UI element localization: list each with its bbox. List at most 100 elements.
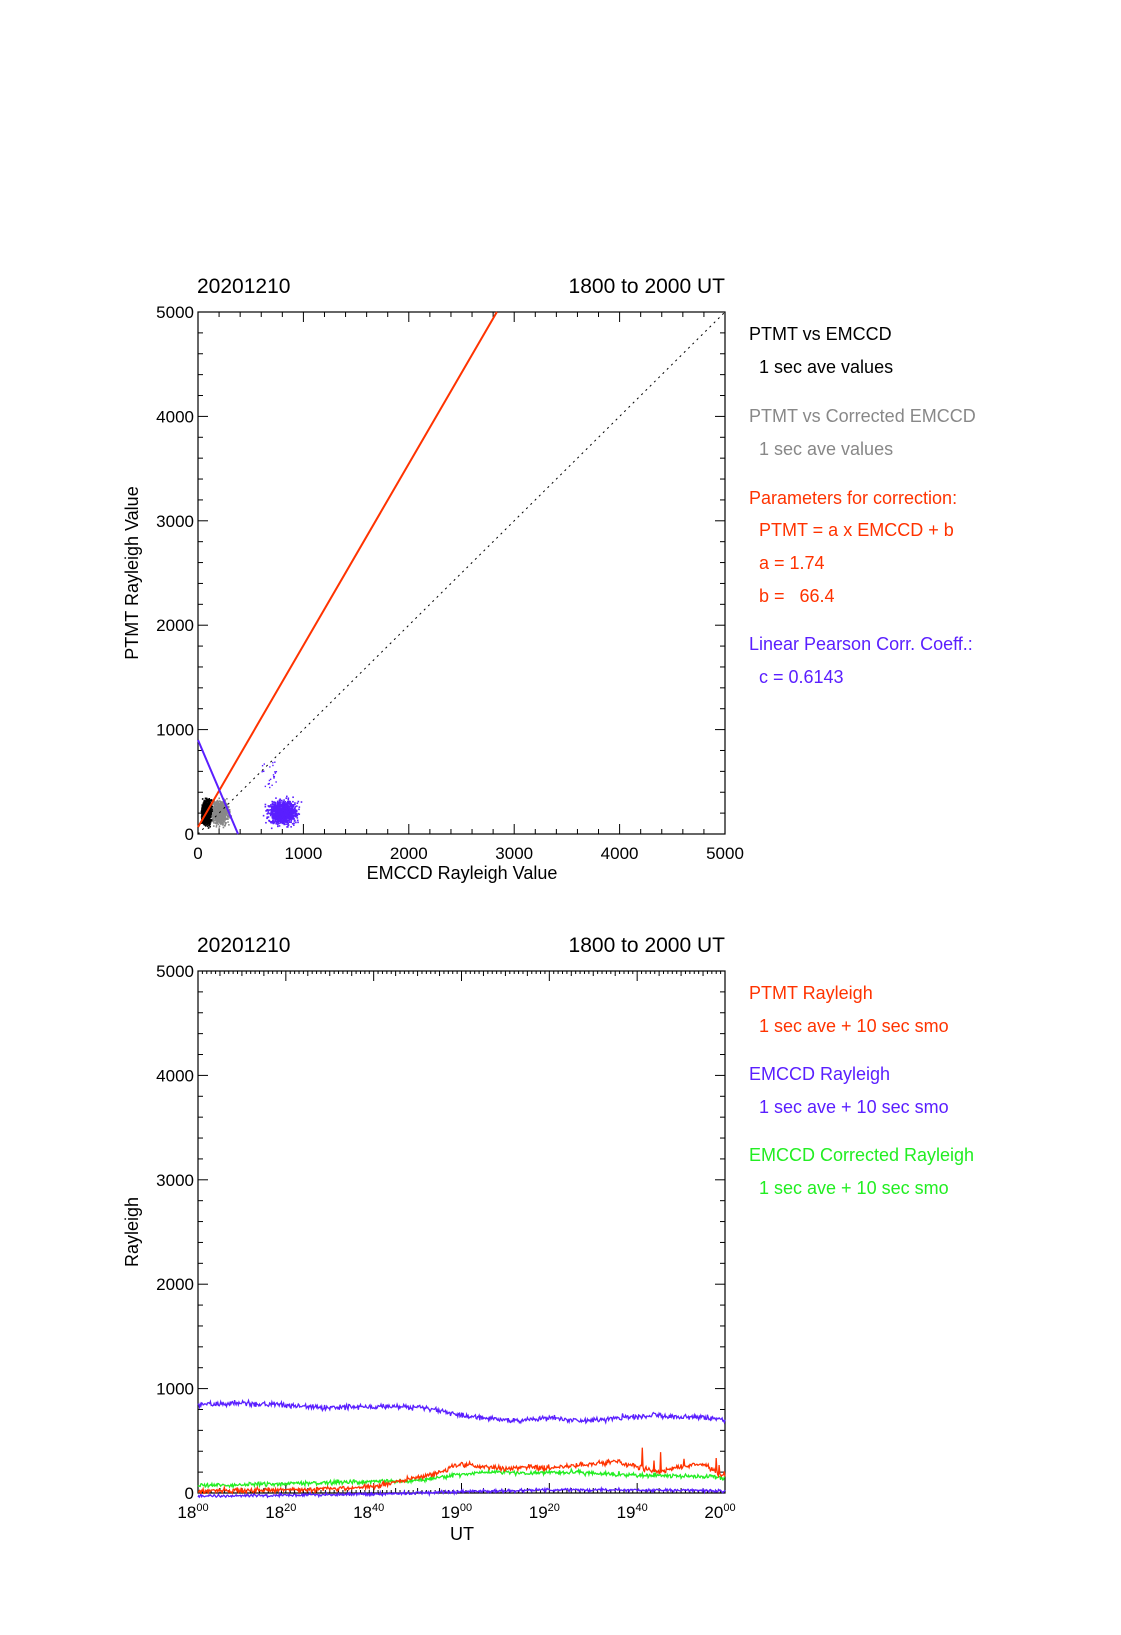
scatter-point-raw [209, 803, 211, 805]
scatter-point-emccd [277, 808, 280, 810]
scatter-point-corrected [226, 805, 229, 808]
scatter-point-emccd [297, 821, 299, 824]
scatter-point-corrected [214, 808, 217, 811]
scatter-point-corrected [218, 797, 221, 800]
scatter-point-raw [205, 802, 207, 804]
legend-ptmt-rayleigh-sub: 1 sec ave + 10 sec smo [759, 1016, 949, 1036]
scatter-point-corrected [219, 813, 222, 815]
scatter-point-emccd-outlier [269, 786, 271, 789]
scatter-point-corrected [211, 815, 213, 817]
scatter-point-emccd [287, 826, 289, 828]
scatter-point-emccd [287, 816, 290, 818]
scatter-point-emccd [281, 818, 283, 821]
scatter-point-emccd [292, 804, 295, 806]
scatter-point-emccd [272, 814, 274, 817]
scatter-point-raw [201, 798, 204, 800]
scatter-point-corrected [222, 819, 225, 822]
scatter-point-corrected [219, 806, 221, 809]
scatter-point-emccd [284, 805, 286, 808]
scatter-point-raw [208, 802, 210, 804]
scatter-point-emccd [278, 806, 280, 809]
scatter-point-corrected [221, 806, 224, 809]
scatter-point-emccd [270, 807, 273, 809]
legend-ptmt-vs-emccd: PTMT vs EMCCD [749, 324, 892, 344]
scatter-point-emccd [266, 816, 269, 818]
scatter-point-emccd [291, 817, 293, 819]
scatter-point-corrected [221, 824, 224, 826]
scatter-point-emccd [280, 813, 283, 815]
scatter-point-emccd [291, 805, 294, 807]
scatter-point-emccd [285, 807, 288, 810]
scatter-point-raw [204, 822, 206, 824]
scatter-point-emccd [295, 821, 297, 824]
scatter-point-raw [201, 809, 203, 811]
scatter-point-emccd [269, 821, 272, 823]
scatter-point-emccd [285, 821, 288, 823]
scatter-point-emccd [286, 802, 289, 805]
ts-x-tick-label: 1920 [529, 1502, 560, 1522]
legend-ptmt-rayleigh: PTMT Rayleigh [749, 983, 873, 1003]
scatter-point-emccd [288, 802, 291, 805]
scatter-plot-frame [197, 311, 726, 835]
scatter-point-corrected [224, 799, 226, 801]
scatter-point-corrected [222, 809, 224, 812]
scatter-point-corrected [212, 803, 215, 805]
scatter-point-corrected [215, 815, 218, 818]
scatter-point-emccd [292, 800, 294, 803]
scatter-point-corrected [215, 824, 218, 826]
scatter-point-emccd [285, 814, 287, 817]
scatter-point-corrected [219, 807, 222, 809]
scatter-point-emccd [291, 808, 294, 811]
scatter-point-emccd [286, 800, 289, 803]
scatter-point-raw [203, 824, 206, 826]
scatter-time-range: 1800 to 2000 UT [569, 275, 726, 298]
scatter-point-emccd [281, 808, 284, 811]
scatter-point-corrected [221, 819, 224, 821]
ts-series-line-red [197, 1447, 726, 1495]
legend-corr-title: Linear Pearson Corr. Coeff.: [749, 634, 973, 654]
scatter-point-corrected [216, 800, 218, 803]
scatter-point-corrected [227, 814, 230, 817]
scatter-point-emccd-outlier [263, 763, 265, 765]
scatter-point-emccd [287, 822, 290, 825]
scatter-point-corrected [218, 808, 221, 811]
legend-formula: PTMT = a x EMCCD + b [759, 520, 954, 540]
scatter-point-emccd [291, 807, 293, 810]
scatter-point-corrected [214, 801, 216, 803]
scatter-point-emccd [289, 817, 292, 820]
scatter-point-emccd [281, 821, 284, 824]
scatter-point-corrected [214, 813, 217, 816]
scatter-point-emccd [282, 800, 284, 803]
scatter-point-corrected [214, 822, 217, 825]
scatter-point-emccd [292, 806, 294, 809]
scatter-point-emccd [276, 820, 279, 822]
scatter-point-raw [206, 820, 209, 823]
scatter-point-raw [208, 818, 210, 821]
scatter-point-raw [211, 808, 213, 811]
legend-emccd-corrected: EMCCD Corrected Rayleigh [749, 1145, 975, 1165]
ts-y-axis-label: Rayleigh [122, 1197, 142, 1267]
scatter-point-emccd [283, 813, 285, 816]
scatter-point-raw [205, 819, 207, 822]
scatter-point-emccd [268, 812, 271, 815]
scatter-point-corrected [212, 809, 215, 812]
scatter-point-corrected [217, 813, 219, 815]
scatter-point-raw [210, 810, 213, 812]
scatter-point-corrected [219, 812, 222, 814]
scatter-point-emccd [273, 815, 275, 818]
scatter-point-corrected [219, 804, 222, 806]
scatter-point-emccd [276, 801, 279, 804]
ts-x-tick-hour: 19 [617, 1503, 636, 1522]
scatter-point-emccd [282, 802, 285, 805]
scatter-point-emccd [286, 823, 288, 826]
scatter-point-raw [201, 810, 204, 813]
scatter-point-corrected [218, 815, 221, 818]
scatter-point-corrected [226, 815, 229, 818]
scatter-point-emccd [289, 811, 292, 813]
scatter-point-corrected [221, 802, 224, 804]
scatter-point-raw [202, 821, 205, 824]
scatter-point-raw [210, 812, 212, 814]
scatter-point-emccd [281, 807, 283, 810]
scatter-point-corrected [222, 822, 224, 825]
